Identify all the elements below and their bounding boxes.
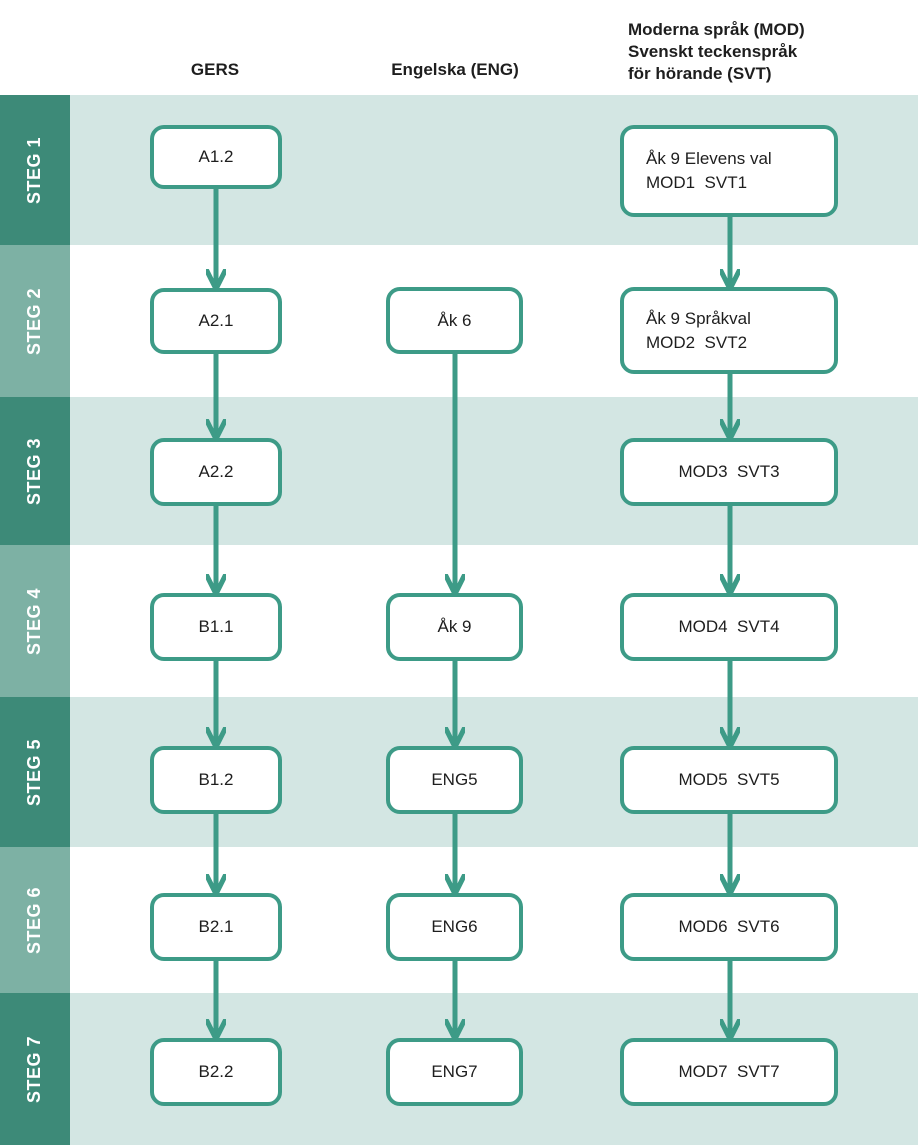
step-cell-4: STEG 4 [0,545,70,697]
node-gers-7: B2.2 [150,1038,282,1106]
node-mod-1: Åk 9 Elevens val MOD1 SVT1 [620,125,838,217]
step-cell-3: STEG 3 [0,397,70,545]
node-gers-5: B1.2 [150,746,282,814]
column-header-mod-line2: Svenskt teckenspråk [628,42,798,61]
node-eng-6: ENG6 [386,893,523,961]
node-gers-3: A2.2 [150,438,282,506]
column-header-mod-line1: Moderna språk (MOD) [628,20,805,39]
node-mod-5: MOD5 SVT5 [620,746,838,814]
step-cell-2: STEG 2 [0,245,70,397]
node-mod-2: Åk 9 Språkval MOD2 SVT2 [620,287,838,374]
node-eng-5: ENG5 [386,746,523,814]
column-header-eng-label: Engelska (ENG) [391,60,519,79]
node-eng-4: Åk 9 [386,593,523,661]
step-cell-5: STEG 5 [0,697,70,847]
node-gers-4: B1.1 [150,593,282,661]
step-cell-6: STEG 6 [0,847,70,993]
node-gers-1: A1.2 [150,125,282,189]
node-eng-2: Åk 6 [386,287,523,354]
node-eng-7: ENG7 [386,1038,523,1106]
column-header-mod-line3: för hörande (SVT) [628,64,772,83]
node-gers-6: B2.1 [150,893,282,961]
step-cell-7: STEG 7 [0,993,70,1145]
node-gers-2: A2.1 [150,288,282,354]
column-header-gers-label: GERS [190,60,240,79]
step-cell-1: STEG 1 [0,95,70,245]
node-mod-7: MOD7 SVT7 [620,1038,838,1106]
node-mod-4: MOD4 SVT4 [620,593,838,661]
node-mod-6: MOD6 SVT6 [620,893,838,961]
column-header-mod: Moderna språk (MOD) Svenskt teckenspråk … [600,0,898,85]
column-header-eng: Engelska (ENG) [360,0,550,95]
column-header-gers: GERS [150,0,280,95]
node-mod-3: MOD3 SVT3 [620,438,838,506]
